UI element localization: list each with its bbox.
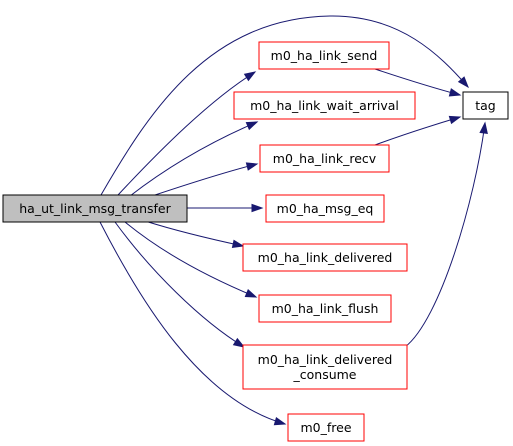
edge-m0_ha_link_delivered_consume-to-tag	[404, 121, 488, 348]
edge-ha_ut_link_msg_transfer-to-m0_ha_link_delivered_consume	[114, 221, 246, 348]
edge-line	[374, 116, 461, 146]
node-box	[265, 194, 385, 223]
edge-ha_ut_link_msg_transfer-to-m0_ha_link_wait_arrival	[129, 121, 259, 197]
node-label: m0_ha_link_send	[271, 48, 378, 63]
arrowhead	[273, 416, 287, 426]
edge-ha_ut_link_msg_transfer-to-m0_free	[99, 221, 287, 426]
node-label: m0_ha_link_wait_arrival	[250, 98, 399, 113]
arrowhead	[245, 121, 259, 131]
arrowhead	[243, 71, 257, 82]
edge-ha_ut_link_msg_transfer-to-m0_ha_msg_eq	[187, 203, 264, 213]
edge-line	[117, 71, 256, 196]
node-label: m0_ha_link_delivered	[258, 352, 393, 367]
node-label: m0_ha_link_recv	[273, 151, 377, 166]
node-m0_ha_link_send[interactable]: m0_ha_link_send	[258, 41, 390, 70]
edge-line	[151, 163, 258, 197]
node-box	[287, 413, 365, 442]
node-label: m0_ha_msg_eq	[277, 201, 374, 216]
edge-line	[129, 121, 258, 197]
node-label: _consume	[293, 367, 357, 382]
arrowhead	[448, 115, 462, 125]
node-tag[interactable]: tag	[462, 91, 509, 120]
edge-line	[374, 68, 461, 96]
edge-ha_ut_link_msg_transfer-to-m0_ha_link_flush	[124, 221, 258, 298]
node-m0_ha_link_delivered_consume[interactable]: m0_ha_link_delivered_consume	[242, 344, 408, 390]
edge-line	[124, 221, 257, 298]
node-label: m0_free	[300, 420, 351, 435]
node-m0_free[interactable]: m0_free	[287, 413, 365, 442]
edge-line	[99, 221, 286, 425]
edge-m0_ha_link_send-to-tag	[374, 68, 462, 97]
edge-ha_ut_link_msg_transfer-to-m0_ha_link_recv	[151, 162, 259, 197]
edge-line	[100, 15, 469, 196]
node-box	[259, 144, 390, 173]
node-box	[462, 91, 509, 120]
node-m0_ha_link_wait_arrival[interactable]: m0_ha_link_wait_arrival	[233, 91, 416, 120]
node-label: tag	[475, 98, 496, 113]
edge-line	[144, 220, 244, 247]
node-m0_ha_link_flush[interactable]: m0_ha_link_flush	[258, 294, 392, 323]
node-m0_ha_msg_eq[interactable]: m0_ha_msg_eq	[265, 194, 385, 223]
edge-ha_ut_link_msg_transfer-to-m0_ha_link_send	[117, 71, 257, 196]
node-m0_ha_link_delivered[interactable]: m0_ha_link_delivered	[242, 243, 408, 272]
edges-layer	[99, 15, 488, 426]
node-box	[2, 194, 188, 223]
edge-ha_ut_link_msg_transfer-to-tag	[100, 15, 469, 196]
node-box	[258, 294, 392, 323]
node-box	[258, 41, 390, 70]
arrowhead	[457, 76, 469, 89]
arrowhead	[245, 162, 259, 171]
node-box	[242, 344, 408, 390]
nodes-layer: ha_ut_link_msg_transfer m0_ha_link_send m0…	[2, 41, 509, 442]
edge-m0_ha_link_recv-to-tag	[374, 115, 462, 146]
node-label: m0_ha_link_delivered	[258, 250, 393, 265]
node-box	[233, 91, 416, 120]
node-box	[242, 243, 408, 272]
edge-line	[114, 221, 245, 348]
arrowhead	[479, 121, 488, 134]
arrowhead	[231, 239, 245, 249]
node-label: m0_ha_link_flush	[272, 301, 379, 316]
arrowhead	[232, 337, 246, 348]
edge-line	[404, 122, 486, 348]
edge-ha_ut_link_msg_transfer-to-m0_ha_link_delivered	[144, 220, 245, 249]
arrowhead	[244, 288, 258, 298]
arrowhead	[448, 88, 462, 97]
node-label: ha_ut_link_msg_transfer	[19, 201, 171, 216]
node-ha_ut_link_msg_transfer[interactable]: ha_ut_link_msg_transfer	[2, 194, 188, 223]
arrowhead	[251, 203, 264, 213]
node-m0_ha_link_recv[interactable]: m0_ha_link_recv	[259, 144, 390, 173]
